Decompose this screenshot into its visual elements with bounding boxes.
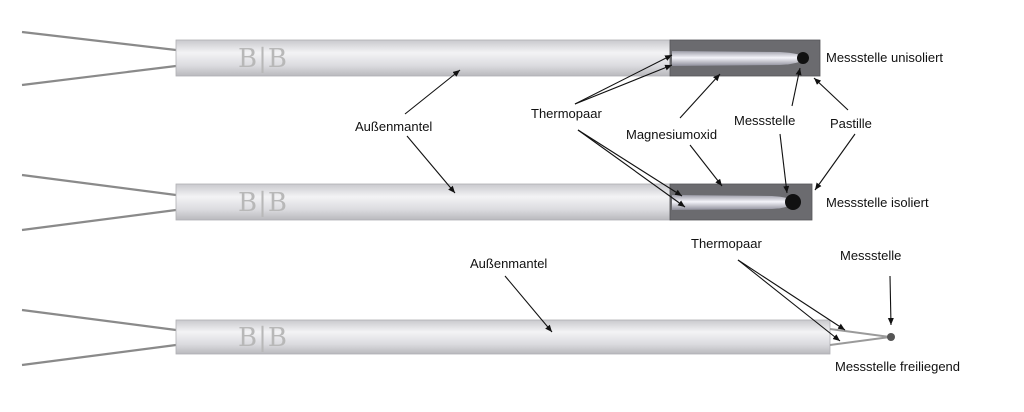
measuring-junction xyxy=(887,333,895,341)
measuring-junction xyxy=(785,194,801,210)
lead-wire xyxy=(21,343,177,367)
label-thermopaar: Thermopaar xyxy=(531,106,602,121)
label-aussenmantel: Außenmantel xyxy=(470,256,547,271)
lead-wire xyxy=(21,64,177,87)
probe-isoliert: B|B xyxy=(21,173,813,232)
probe-freiliegend: B|B xyxy=(21,308,895,367)
label-messstelle: Messstelle xyxy=(840,248,901,263)
thermocouple-wire xyxy=(829,336,891,346)
label-messstelle-freiliegend: Messstelle freiliegend xyxy=(835,359,960,374)
callout-arrows xyxy=(404,54,894,342)
label-messstelle-unisoliert: Messstelle unisoliert xyxy=(826,50,943,65)
bb-logo: B|B xyxy=(238,44,288,74)
thermocouple-tube xyxy=(672,51,806,66)
label-magnesiumoxid: Magnesiumoxid xyxy=(626,127,717,142)
outer-sheath xyxy=(175,183,671,221)
lead-wire xyxy=(21,30,177,52)
lead-wire xyxy=(21,308,177,332)
label-thermopaar: Thermopaar xyxy=(691,236,762,251)
outer-sheath xyxy=(175,39,671,77)
label-pastille: Pastille xyxy=(830,116,872,131)
label-messstelle: Messstelle xyxy=(734,113,795,128)
bb-logo: B|B xyxy=(238,323,288,353)
thermocouple-tube xyxy=(672,195,796,210)
lead-wire xyxy=(21,208,177,232)
label-aussenmantel: Außenmantel xyxy=(355,119,432,134)
measuring-junction xyxy=(797,52,809,64)
outer-sheath xyxy=(175,319,831,355)
thermocouple-wire xyxy=(829,328,891,338)
bb-logo: B|B xyxy=(238,188,288,218)
labels: Außenmantel Thermopaar Magnesiumoxid Mes… xyxy=(355,50,960,374)
probe-unisoliert: B|B xyxy=(21,30,821,87)
label-messstelle-isoliert: Messstelle isoliert xyxy=(826,195,929,210)
lead-wire xyxy=(21,173,177,197)
